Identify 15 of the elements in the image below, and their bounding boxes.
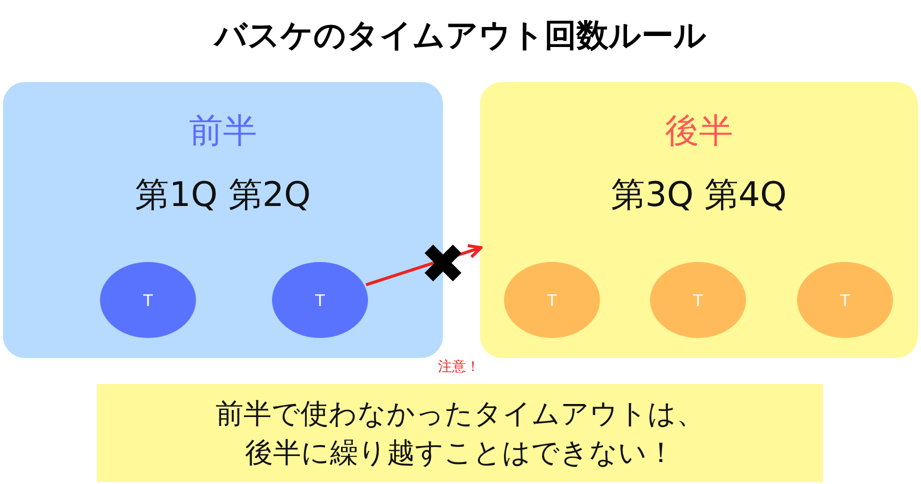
panel-heading: 前半 bbox=[188, 110, 258, 153]
note-text: 前半で使わなかったタイムアウトは、後半に繰り越すことはできない！ bbox=[215, 396, 705, 471]
caution-label: 注意！ bbox=[437, 358, 481, 376]
half-panel bbox=[480, 82, 918, 358]
quarter-label: 第1Q 第2Q bbox=[134, 174, 312, 217]
panel-heading: 後半 bbox=[664, 110, 734, 153]
note-box bbox=[97, 384, 823, 482]
timeout-token: T bbox=[650, 262, 746, 338]
half-panel bbox=[3, 82, 443, 358]
title: バスケのタイムアウト回数ルール bbox=[212, 15, 708, 56]
timeout-token: T bbox=[100, 262, 196, 338]
timeout-token: T bbox=[272, 262, 368, 338]
timeout-token: T bbox=[504, 262, 600, 338]
timeout-token: T bbox=[797, 262, 893, 338]
quarter-label: 第3Q 第4Q bbox=[610, 174, 788, 217]
